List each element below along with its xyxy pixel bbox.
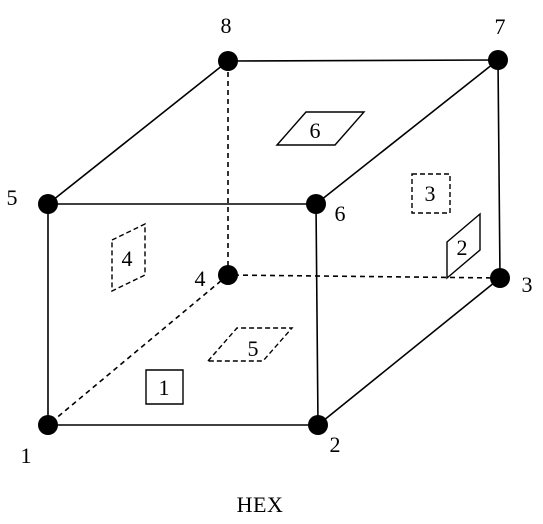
edge-6-7 [315, 59, 499, 205]
face-marker-6: 6 [275, 111, 366, 146]
node-label-3: 3 [522, 272, 533, 297]
node-label-1: 1 [21, 443, 32, 468]
face-marker-1: 1 [145, 369, 184, 405]
face-label: 4 [122, 246, 133, 271]
node-labels-layer: 1 2 3 4 5 6 7 8 [7, 13, 533, 468]
node-4 [218, 265, 238, 285]
node-label-4: 4 [195, 266, 206, 291]
face-marker-frame [206, 327, 294, 362]
edge-3-4 [227, 274, 501, 279]
face-marker-frame [411, 173, 451, 214]
edge-3-7 [497, 59, 501, 279]
nodes-layer [38, 50, 510, 435]
faces-layer: 1 2 3 4 5 6 [111, 111, 481, 405]
edge-4-1 [47, 274, 229, 426]
node-label-5: 5 [7, 185, 18, 210]
face-marker-5: 5 [206, 327, 294, 362]
face-label: 3 [425, 181, 436, 206]
node-5 [38, 194, 58, 214]
node-7 [488, 50, 508, 70]
node-label-6: 6 [335, 201, 346, 226]
edge-2-3 [317, 277, 501, 426]
face-marker-2: 2 [446, 212, 481, 280]
edge-8-5 [47, 60, 229, 205]
face-marker-4: 4 [111, 222, 146, 293]
node-label-8: 8 [221, 13, 232, 38]
node-label-2: 2 [330, 432, 341, 457]
face-label: 5 [248, 336, 259, 361]
face-marker-frame [111, 222, 146, 293]
node-8 [218, 51, 238, 71]
edges-layer [47, 59, 501, 426]
face-label: 6 [310, 118, 321, 143]
edge-7-8 [227, 59, 499, 62]
node-1 [38, 415, 58, 435]
diagram-caption: HEX [237, 492, 284, 517]
face-marker-3: 3 [411, 173, 451, 214]
face-marker-frame [145, 369, 184, 405]
node-3 [490, 268, 510, 288]
node-6 [306, 194, 326, 214]
node-label-7: 7 [495, 14, 506, 39]
face-marker-frame [446, 212, 481, 280]
edge-2-6 [315, 203, 319, 426]
face-label: 1 [159, 375, 170, 400]
face-marker-frame [275, 111, 366, 146]
face-label: 2 [457, 235, 468, 260]
node-2 [308, 415, 328, 435]
